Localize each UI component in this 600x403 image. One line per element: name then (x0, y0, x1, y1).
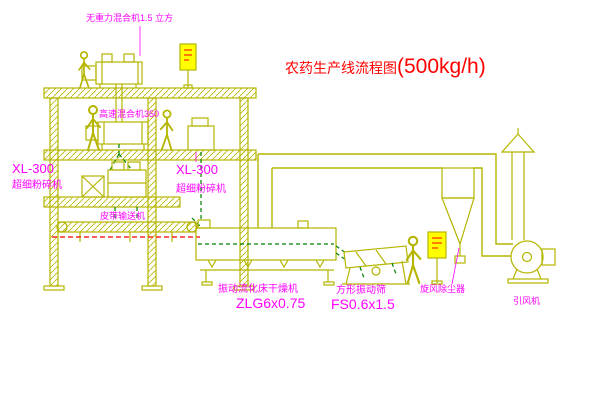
annotations: 农药生产线流程图(500kg/h) 无重力混合机1.5 立方 高速混合机350 … (12, 12, 540, 312)
label-mid-mill-model: XL-300 (176, 162, 218, 177)
cabinet-text-marks (432, 237, 442, 249)
gravity-mixer-machine (81, 53, 143, 122)
conveyor-belt (57, 221, 197, 233)
pulverizer-body (187, 125, 215, 151)
mixer-inlet (123, 53, 135, 63)
column-middle (147, 97, 157, 287)
pulverizer-hopper (191, 117, 209, 127)
title-capacity: (500kg/h) (397, 55, 486, 78)
cyclone-machine (441, 167, 475, 264)
mixer-body (95, 61, 143, 85)
mill-discharge (114, 207, 138, 221)
worker-figure-icon (78, 51, 91, 89)
control-cabinet-top (179, 43, 197, 89)
cyclone-cone (441, 197, 475, 246)
dryer-inlet (197, 219, 211, 229)
label-left-mill-name: 超细粉碎机 (12, 178, 62, 191)
column-right (239, 97, 249, 287)
floor-slab-middle (43, 149, 257, 161)
column-left (49, 97, 59, 287)
fan-inlet-duct (481, 238, 513, 257)
label-mid-mill-name: 超细粉碎机 (176, 182, 226, 195)
mid-pulverizer-machine (187, 117, 215, 220)
worker-figure-icon (159, 109, 174, 151)
floor-slab-top (43, 87, 257, 99)
control-cabinet-right (427, 231, 447, 285)
cabinet-text-marks (184, 49, 192, 61)
conveyor-roller (186, 221, 198, 233)
label-belt-conveyor: 皮带输送机 (100, 210, 145, 221)
label-dryer-model: ZLG6x0.75 (236, 295, 305, 311)
cyclone-discharge-bin (454, 255, 466, 264)
label-screen-model: FS0.6x1.5 (331, 296, 395, 312)
leader-lines (139, 26, 460, 285)
exhaust-stack (500, 128, 536, 240)
fan-hub (521, 251, 533, 263)
high-speed-mixer-machine (85, 121, 149, 171)
cabinet-box (427, 231, 447, 259)
exhaust-ductwork (257, 153, 513, 257)
stack-pipe (511, 152, 525, 240)
pulverizer-hopper (127, 161, 141, 171)
title-text: 农药生产线流程图 (285, 60, 397, 76)
mixer-inlet (101, 53, 113, 63)
label-screen-name: 方形振动筛 (336, 283, 386, 296)
dryer-riser-duct (257, 154, 273, 228)
draft-fan-machine (507, 240, 556, 284)
left-pulverizer-machines (81, 161, 147, 221)
cabinet-box (179, 43, 197, 71)
label-cyclone: 旋风除尘器 (420, 283, 465, 294)
conveyor-roller (56, 221, 68, 233)
screen-vibrator (371, 266, 381, 276)
dryer-body (195, 227, 337, 261)
dryer-vent-stub (297, 220, 309, 229)
column-base (141, 285, 163, 291)
label-fan: 引风机 (513, 295, 540, 306)
fluid-bed-dryer-machine (195, 219, 337, 286)
vibrating-screen-machine (335, 245, 410, 285)
worker-figure-icon (405, 235, 422, 285)
screen-deck (343, 245, 409, 269)
feed-chute (191, 217, 203, 229)
floor-slab-lower (43, 196, 181, 208)
mixer-body (97, 121, 149, 145)
main-duct-inner (272, 167, 483, 238)
screen-discharge-spouts (359, 262, 397, 279)
label-gravity-mixer: 无重力混合机1.5 立方 (86, 12, 173, 23)
cyclone-barrel (441, 167, 475, 199)
pulverizer-hopper (111, 161, 125, 171)
label-dryer-name: 振动流化床干燥机 (218, 282, 298, 295)
stack-rain-cap (500, 133, 536, 153)
belt-conveyor-machine (52, 217, 203, 242)
label-high-speed-mixer: 高速混合机350 (99, 108, 159, 119)
main-duct-outer (258, 153, 497, 238)
fan-motor (541, 248, 556, 266)
column-base (233, 285, 255, 291)
discharge-pipe (115, 84, 123, 122)
spring-mounts (207, 259, 325, 269)
fan-housing (510, 240, 544, 274)
column-base (43, 285, 65, 291)
label-left-mill-model: XL-300 (12, 161, 54, 176)
support-frame (81, 175, 105, 198)
fan-base (507, 278, 549, 284)
drawing-title: 农药生产线流程图(500kg/h) (285, 55, 486, 78)
